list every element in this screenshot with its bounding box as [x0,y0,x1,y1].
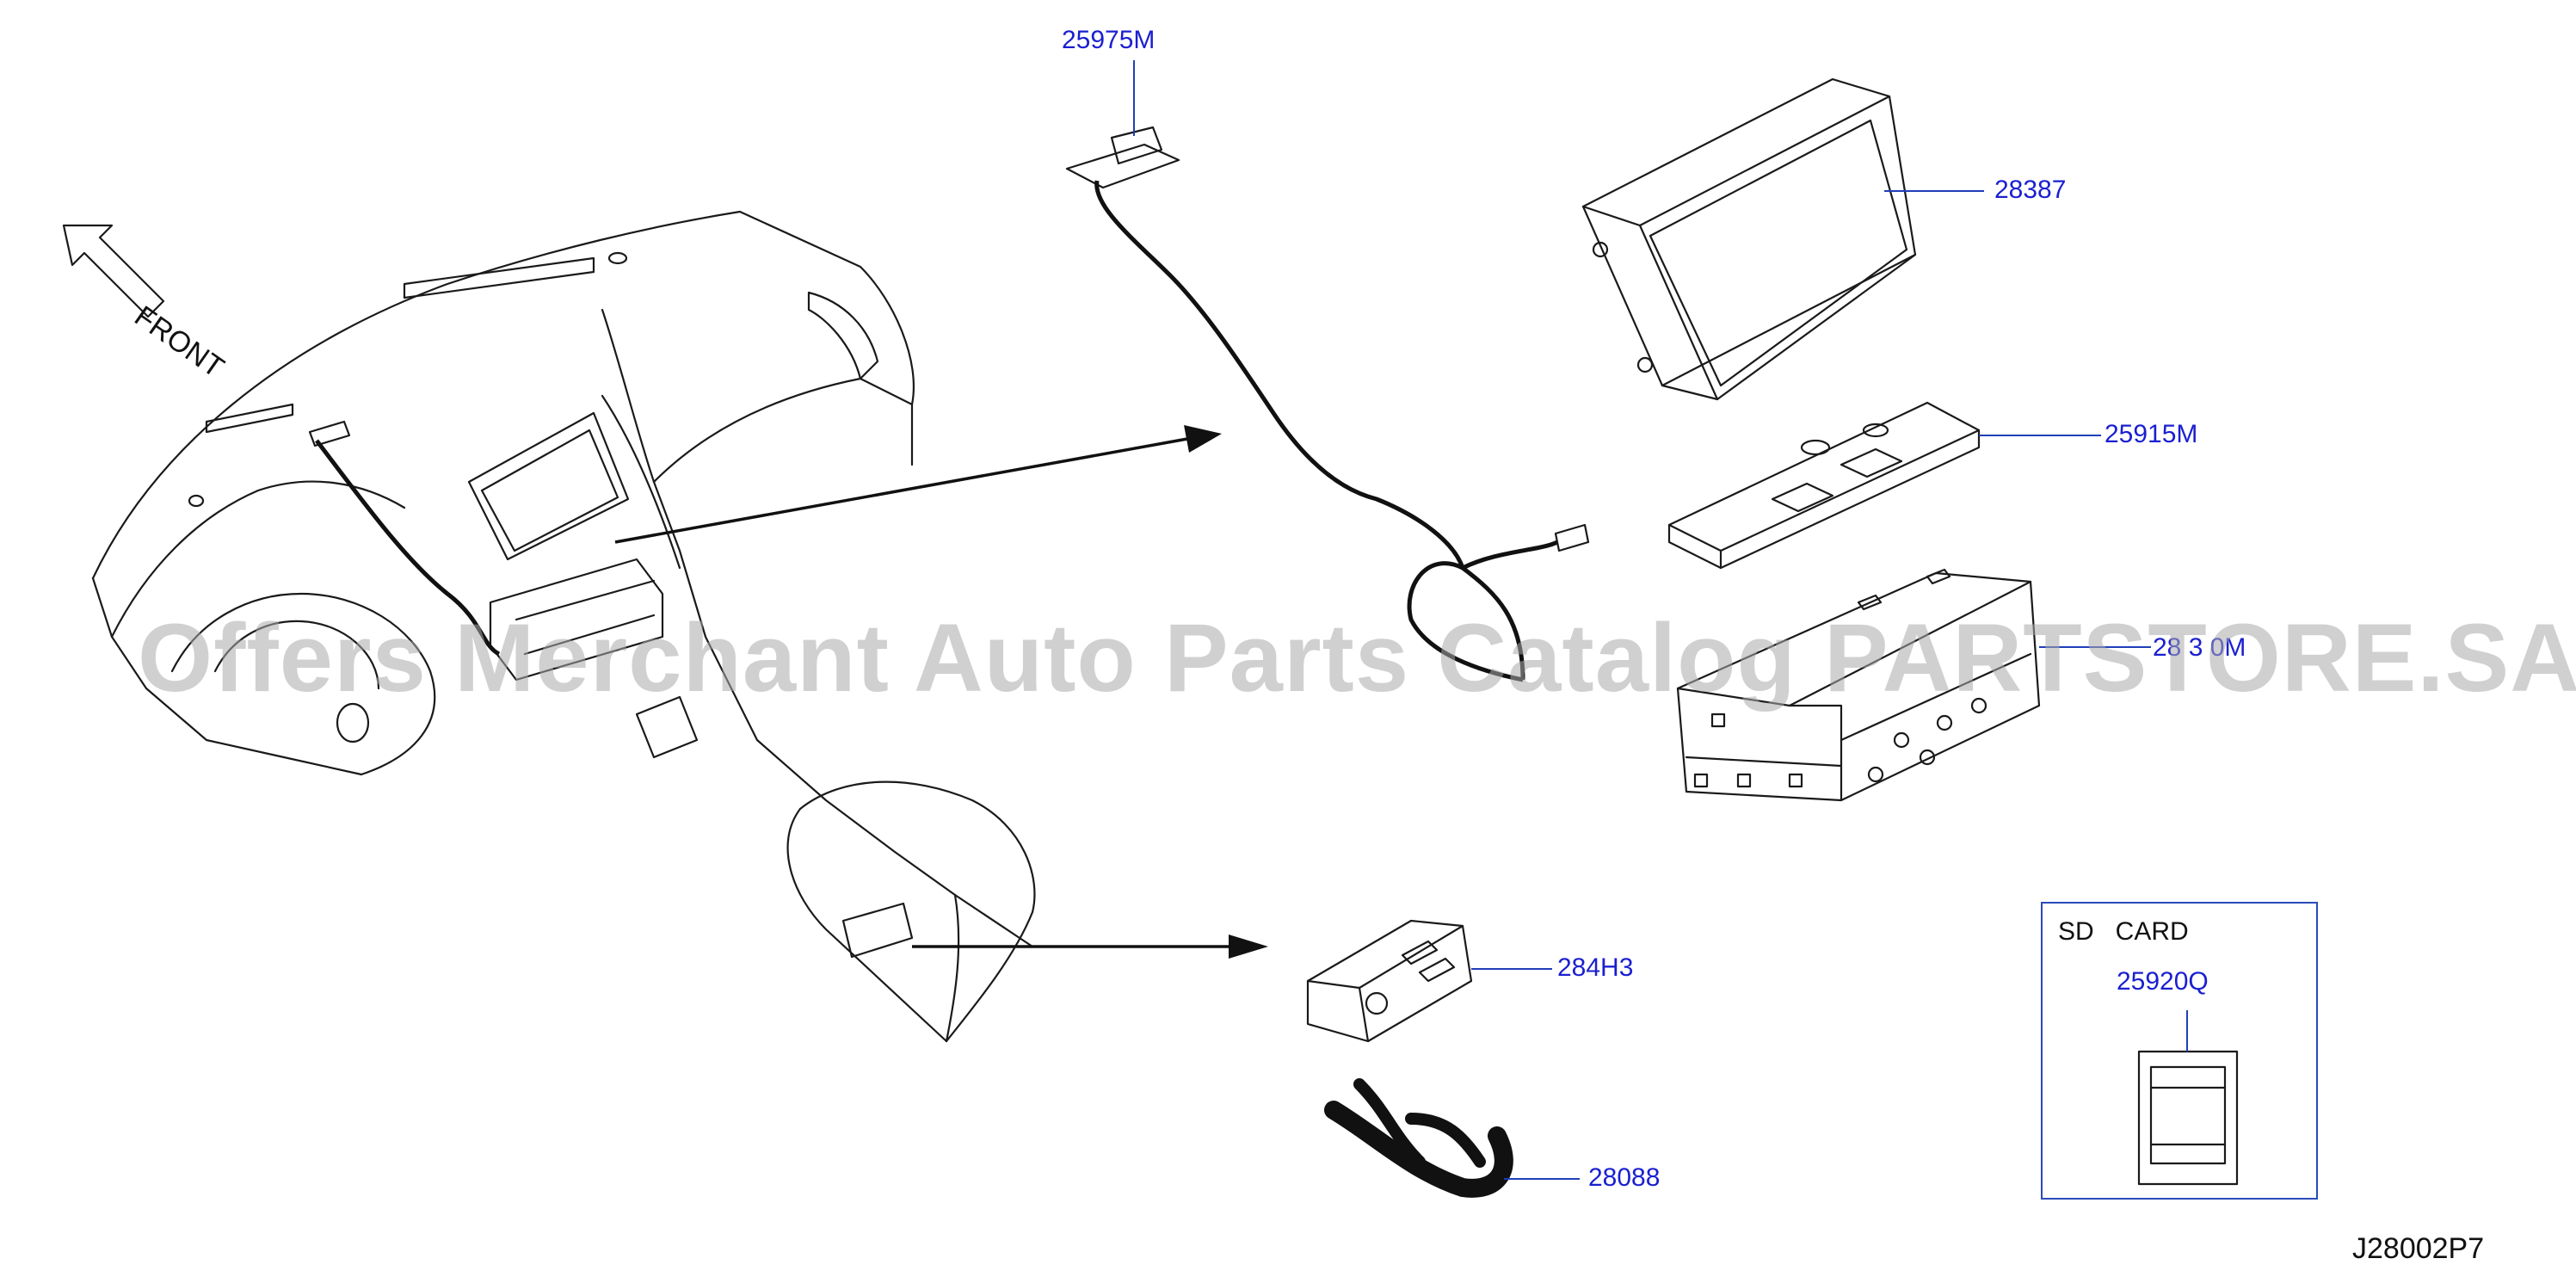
part-label-25915M[interactable]: 25915M [2105,420,2198,448]
gps-antenna-part [1065,126,1590,682]
leader-lines [1133,60,2188,1180]
part-label-28387[interactable]: 28387 [1994,176,2067,204]
dash-wire [315,439,501,657]
aux-switch-part [1306,919,1473,1043]
part-label-284H3[interactable]: 284H3 [1557,953,1634,982]
watermark: Offers Merchant Auto Parts Catalog PARTS… [138,604,2576,712]
part-label-283_0M[interactable]: 28 3 0M [2153,633,2246,662]
diagram-code: J28002P7 [2352,1232,2485,1265]
sd-card-icon [2137,1050,2239,1186]
part-label-25975M[interactable]: 25975M [1062,26,1156,54]
bracket-part [1667,401,1981,570]
part-label-28088[interactable]: 28088 [1588,1163,1661,1192]
harness-part [1324,1078,1513,1198]
front-arrow-icon [62,224,165,318]
sd-card-title: SD CARD [2058,917,2189,946]
part-label-25920Q[interactable]: 25920Q [2117,967,2209,996]
pointer-arrows [614,425,1268,959]
sd-card-box [2041,902,2318,1200]
display-unit-part [1581,77,1917,401]
head-unit-part [1676,568,2041,802]
